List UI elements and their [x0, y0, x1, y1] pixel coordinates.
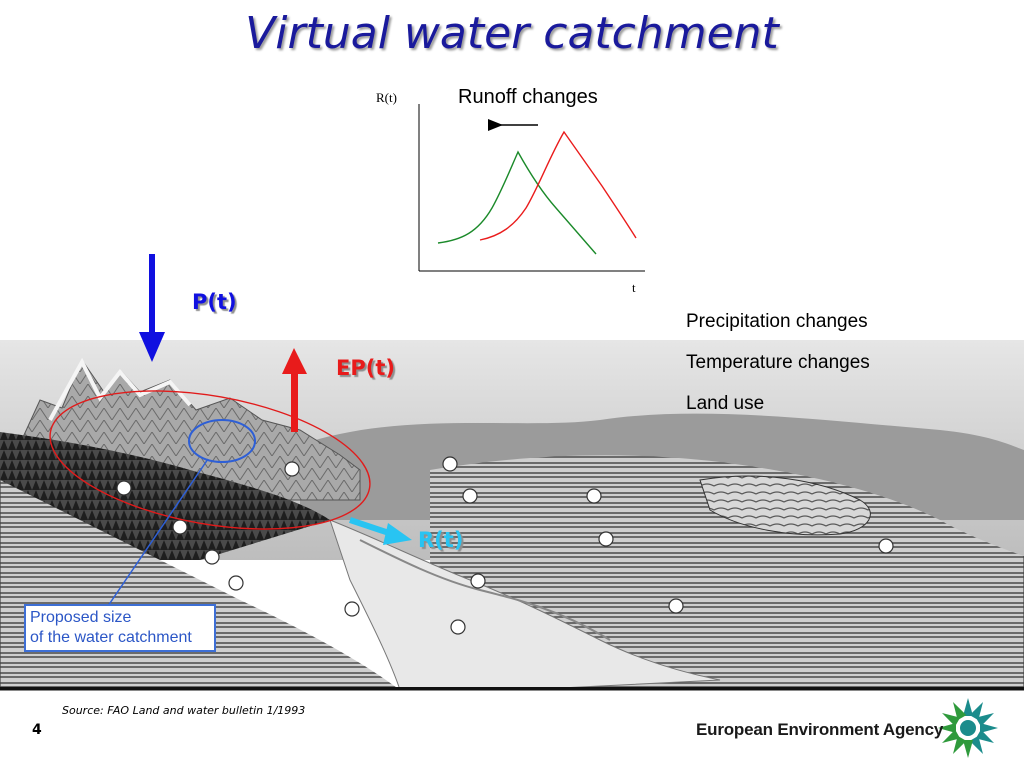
runoff-curve-shifted	[437, 150, 597, 255]
callout-line-2: of the water catchment	[30, 629, 192, 646]
runoff-curve-original	[479, 130, 637, 241]
graph-title: Runoff changes	[458, 86, 598, 108]
agency-name: European Environment Agency	[696, 720, 944, 739]
precipitation-arrow-icon	[139, 254, 165, 362]
proposed-catchment-ellipse	[188, 419, 256, 463]
catchment-extent-ellipse	[49, 390, 371, 530]
runoff-label: R(t)	[418, 528, 464, 552]
precipitation-label: P(t)	[192, 290, 237, 314]
catchment-callout: Proposed size of the water catchment	[24, 604, 216, 652]
graph-y-label: R(t)	[376, 90, 397, 105]
eea-logo-icon	[938, 698, 998, 758]
graph-x-label: t	[632, 280, 636, 295]
evapotranspiration-label: EP(t)	[336, 356, 395, 380]
callout-pointer-line	[107, 458, 209, 607]
sample-points	[116, 456, 894, 635]
callout-line-1: Proposed size	[30, 609, 132, 626]
factor-temperature: Temperature changes	[686, 352, 870, 373]
change-factors-list: Precipitation changes Temperature change…	[686, 310, 870, 433]
source-citation: Source: FAO Land and water bulletin 1/19…	[62, 704, 306, 717]
factor-land-use: Land use	[686, 393, 765, 414]
runoff-graph	[418, 104, 645, 272]
slide-title: Virtual water catchment	[245, 8, 779, 59]
footer-divider	[0, 687, 1024, 690]
runoff-arrow-icon	[349, 517, 412, 545]
page-number: 4	[32, 722, 42, 738]
evapotranspiration-arrow-icon	[282, 348, 307, 432]
factor-precipitation: Precipitation changes	[686, 311, 868, 332]
